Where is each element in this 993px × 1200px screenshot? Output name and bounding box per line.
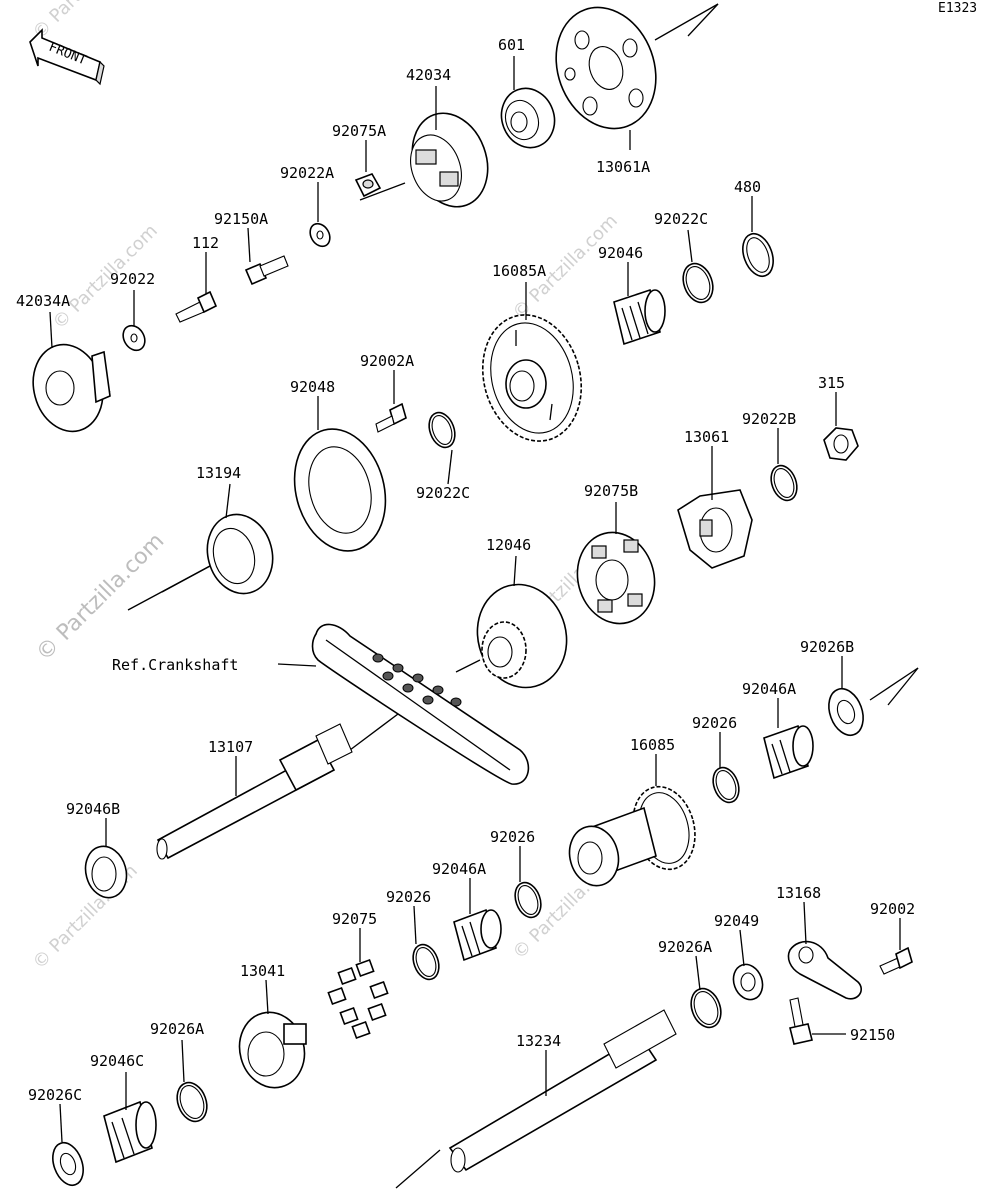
- part-92026-ring[interactable]: [409, 941, 444, 983]
- label-13107: 13107: [208, 738, 253, 756]
- label-92022B: 92022B: [742, 410, 796, 428]
- label-92075: 92075: [332, 910, 377, 928]
- part-16085-gear[interactable]: [563, 780, 704, 892]
- label-92075B: 92075B: [584, 482, 638, 500]
- part-92075-damper-rubbers[interactable]: [327, 958, 389, 1040]
- label-13061: 13061: [684, 428, 729, 446]
- label-92046A: 92046A: [432, 860, 486, 878]
- label-315: 315: [818, 374, 845, 392]
- label-92026A: 92026A: [150, 1020, 204, 1038]
- label-13168: 13168: [776, 884, 821, 902]
- part-13234-shaft[interactable]: [448, 1009, 677, 1173]
- part-92022A-washer[interactable]: [306, 220, 334, 250]
- label-92046B: 92046B: [66, 800, 120, 818]
- part-92026-ring-mid[interactable]: [511, 879, 546, 921]
- label-92026-mid: 92026: [490, 828, 535, 846]
- label-92150A: 92150A: [214, 210, 268, 228]
- label-92002: 92002: [870, 900, 915, 918]
- part-cam-chain: [311, 623, 530, 785]
- label-601: 601: [498, 36, 525, 54]
- label-13234: 13234: [516, 1032, 561, 1050]
- part-92046A-needle-bearing-top[interactable]: [763, 724, 814, 780]
- watermark-main: © Partzilla.com: [32, 529, 170, 667]
- part-13107-shaft[interactable]: [156, 723, 353, 860]
- label-92049: 92049: [714, 912, 759, 930]
- label-42034A: 42034A: [16, 292, 70, 310]
- part-42034-clutch-hub[interactable]: [400, 103, 500, 218]
- label-92022C-top: 92022C: [654, 210, 708, 228]
- part-92026B-washer[interactable]: [823, 684, 869, 740]
- label-16085: 16085: [630, 736, 675, 754]
- label-92048: 92048: [290, 378, 335, 396]
- diagram-code: E1323: [938, 1, 977, 16]
- label-92022C: 92022C: [416, 484, 470, 502]
- part-92022C-ring-top[interactable]: [678, 259, 718, 306]
- part-92026C-washer[interactable]: [47, 1139, 88, 1190]
- part-92022-washer[interactable]: [119, 322, 149, 355]
- part-92002-bolt[interactable]: [879, 946, 913, 975]
- label-16085A: 16085A: [492, 262, 546, 280]
- label-92026-top: 92026: [692, 714, 737, 732]
- label-92026A-right: 92026A: [658, 938, 712, 956]
- part-92046B-bearing[interactable]: [80, 842, 132, 903]
- part-92026-ring-top[interactable]: [709, 764, 744, 806]
- part-92046A-needle-bearing[interactable]: [453, 908, 502, 962]
- label-112: 112: [192, 234, 219, 252]
- label-92022A: 92022A: [280, 164, 334, 182]
- part-601-bearing[interactable]: [493, 81, 562, 155]
- label-42034: 42034: [406, 66, 451, 84]
- part-92075A-damper[interactable]: [354, 173, 382, 198]
- label-92046: 92046: [598, 244, 643, 262]
- part-42034A-cam[interactable]: [24, 337, 112, 440]
- leader-lines: [49, 56, 901, 1143]
- label-12046: 12046: [486, 536, 531, 554]
- part-92150-bolt[interactable]: [789, 997, 813, 1045]
- part-16085A-gear[interactable]: [469, 304, 595, 452]
- label-92026C: 92026C: [28, 1086, 82, 1104]
- label-92046C: 92046C: [90, 1052, 144, 1070]
- label-13041: 13041: [240, 962, 285, 980]
- part-92046C-needle-bearing[interactable]: [103, 1100, 157, 1164]
- part-13168-lever[interactable]: [787, 940, 862, 1000]
- part-13041-housing[interactable]: [231, 1005, 312, 1095]
- part-92048-ring[interactable]: [281, 419, 398, 562]
- label-ref-crankshaft: Ref.Crankshaft: [112, 656, 238, 674]
- label-92026B: 92026B: [800, 638, 854, 656]
- part-13194-bearing[interactable]: [199, 507, 282, 601]
- part-92075B-damper[interactable]: [567, 524, 664, 633]
- part-92022B-ring[interactable]: [767, 462, 802, 504]
- watermark-faint-6: © Partzilla.com: [29, 0, 142, 44]
- front-arrow-icon: FRONT: [29, 28, 105, 86]
- part-92026A-ring-right[interactable]: [686, 984, 726, 1031]
- label-92046A-top: 92046A: [742, 680, 796, 698]
- label-92002A: 92002A: [360, 352, 414, 370]
- label-480: 480: [734, 178, 761, 196]
- part-13061-cam[interactable]: [677, 489, 753, 569]
- part-315-nut[interactable]: [823, 427, 859, 461]
- label-92026: 92026: [386, 888, 431, 906]
- part-112-bolt[interactable]: [175, 290, 218, 323]
- part-13061A-flange[interactable]: [540, 0, 673, 143]
- label-92150: 92150: [850, 1026, 895, 1044]
- chain-links: [372, 653, 462, 707]
- label-92075A: 92075A: [332, 122, 386, 140]
- part-92002A-screw[interactable]: [375, 402, 407, 433]
- label-13061A: 13061A: [596, 158, 650, 176]
- label-92022: 92022: [110, 270, 155, 288]
- part-480-circlip[interactable]: [737, 230, 778, 281]
- part-12046-sprocket[interactable]: [466, 574, 578, 697]
- part-92046-needle-bearing[interactable]: [613, 288, 666, 346]
- part-92150A-bolt[interactable]: [244, 255, 289, 286]
- part-92022C-ring[interactable]: [425, 409, 460, 451]
- part-labels: 42034 601 13061A 92075A 92022A 92150A 11…: [16, 36, 915, 1104]
- part-92026A-ring[interactable]: [172, 1078, 212, 1125]
- part-92049-washer[interactable]: [729, 960, 768, 1003]
- axis-lines: [94, 3, 919, 1189]
- label-13194: 13194: [196, 464, 241, 482]
